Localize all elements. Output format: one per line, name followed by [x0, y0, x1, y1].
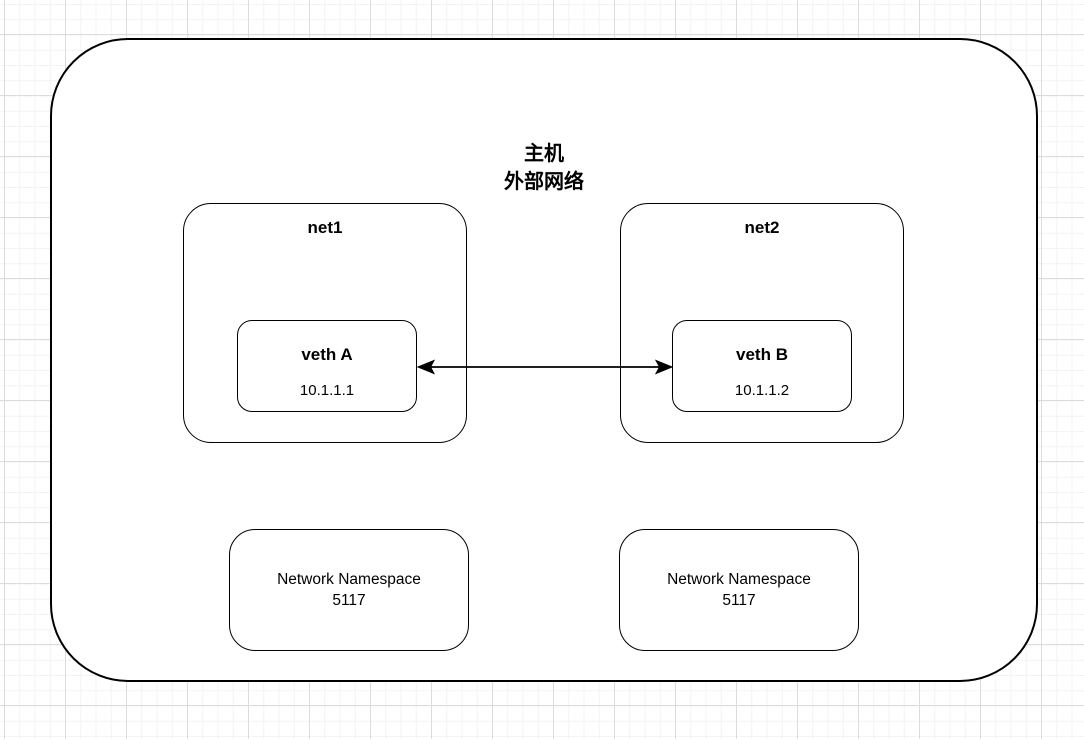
host-title: 主机 外部网络: [52, 140, 1036, 196]
network-namespace-right-line2: 5117: [722, 592, 756, 609]
network-namespace-right-line1: Network Namespace: [667, 571, 811, 588]
veth-b-label: veth B: [736, 345, 788, 364]
veth-link-arrow[interactable]: [410, 355, 680, 379]
network-namespace-left-line1: Network Namespace: [277, 571, 421, 588]
veth-a-label: veth A: [301, 345, 353, 364]
veth-b-ip: 10.1.1.2: [734, 382, 790, 399]
network-namespace-left-line2: 5117: [332, 592, 366, 609]
host-title-line1: 主机: [524, 143, 564, 165]
network-namespace-box-left[interactable]: Network Namespace 5117: [229, 529, 469, 651]
veth-a-box[interactable]: veth A 10.1.1.1: [237, 320, 417, 412]
veth-b-box[interactable]: veth B 10.1.1.2: [672, 320, 852, 412]
veth-a-ip: 10.1.1.1: [299, 382, 355, 399]
network-namespace-box-right[interactable]: Network Namespace 5117: [619, 529, 859, 651]
host-title-line2: 外部网络: [504, 171, 584, 193]
netns-label-net1: net1: [307, 218, 343, 237]
netns-label-net2: net2: [744, 218, 780, 237]
